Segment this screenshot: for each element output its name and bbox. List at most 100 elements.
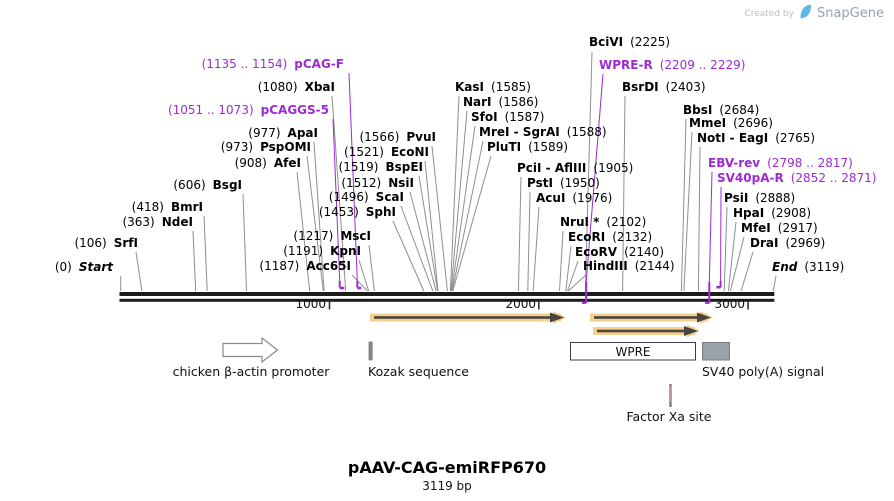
site-label-EcoNI: (1521)EcoNI xyxy=(344,146,429,159)
map-length: 3119 bp xyxy=(422,479,472,493)
feature-arrow-head xyxy=(684,326,698,336)
kozak-tick xyxy=(368,341,373,361)
primer-connector-line xyxy=(332,118,341,282)
site-label-MreI-SgrAI: MreI - SgrAI(1588) xyxy=(479,126,607,139)
site-label-BspEI: (1519) BspEI xyxy=(339,161,423,174)
site-label-MfeI: MfeI (2917) xyxy=(741,222,818,235)
site-connector-line xyxy=(296,171,311,292)
label-position: (2140) xyxy=(624,245,664,259)
site-label-PspOMI: (973)PspOMI xyxy=(221,141,311,154)
site-connector-line xyxy=(517,176,522,292)
label-name: pCAGGS-5 xyxy=(260,103,329,117)
site-connector-line xyxy=(532,206,540,292)
label-position: (1589) xyxy=(528,140,569,154)
site-connector-line xyxy=(431,145,448,292)
feature-label-sv40-polya: SV40 poly(A) signal xyxy=(702,364,825,379)
primer-connector-line xyxy=(585,73,604,283)
label-position: (2852 .. 2871) xyxy=(790,171,877,185)
label-name: XbaI xyxy=(304,80,335,94)
site-label-End: End(3119) xyxy=(772,261,844,274)
label-name: BbsI xyxy=(683,103,713,117)
label-name: SphI xyxy=(365,205,396,219)
site-connector-line xyxy=(527,191,531,292)
site-label-AfeI: (908) AfeI xyxy=(235,157,301,170)
label-name: PsiI xyxy=(724,191,749,205)
label-position: (2917) xyxy=(777,221,818,235)
feature-arrow-head xyxy=(550,312,564,323)
site-connector-line xyxy=(567,260,579,292)
label-name: pCAG-F xyxy=(294,57,344,71)
ruler-tick-label-2000: 2000 xyxy=(505,297,536,311)
label-name: BspEI xyxy=(385,160,423,174)
label-name: ScaI xyxy=(375,190,404,204)
primer-label-WPRE-R: WPRE-R(2209 .. 2229) xyxy=(599,59,745,72)
site-label-BciVI: BciVI(2225) xyxy=(589,36,670,49)
label-position: (1217) xyxy=(293,229,334,243)
label-position: (2102) xyxy=(606,215,647,229)
label-name: PspOMI xyxy=(260,140,311,154)
site-label-EcoRV: EcoRV(2140) xyxy=(575,246,664,259)
label-position: (1051 .. 1073) xyxy=(167,103,254,117)
snapgene-logo-icon xyxy=(799,4,812,23)
label-position: (1519) xyxy=(338,160,379,174)
site-connector-line xyxy=(306,155,324,292)
site-connector-line xyxy=(452,155,492,292)
label-name: SfoI xyxy=(471,110,498,124)
feature-arrow-core xyxy=(597,329,685,333)
label-position: (1585) xyxy=(491,80,531,94)
label-name: Start xyxy=(78,260,113,274)
label-name: PvuI xyxy=(406,130,436,144)
site-label-XbaI: (1080)XbaI xyxy=(258,81,335,94)
site-label-SrfI: (106)SrfI xyxy=(74,237,138,250)
label-position: (0) xyxy=(54,260,72,274)
label-name: PciI - AflIII xyxy=(517,161,587,175)
site-connector-line xyxy=(723,206,728,292)
watermark-brand: SnapGene xyxy=(816,6,884,21)
label-name: EcoRI xyxy=(568,230,606,244)
sequence-bar-bottom xyxy=(119,298,775,302)
site-label-BsrDI: BsrDI(2403) xyxy=(622,81,706,94)
label-name: PluTI xyxy=(487,140,522,154)
label-name: MreI - SgrAI xyxy=(479,125,560,139)
label-position: (2209 .. 2229) xyxy=(659,58,746,72)
feature-label-wpre: WPRE xyxy=(615,345,651,359)
site-label-PstI: PstI(1950) xyxy=(527,177,600,190)
label-position: (908) xyxy=(234,156,267,170)
site-label-ApaI: (977)ApaI xyxy=(248,127,318,140)
label-name: NotI - EagI xyxy=(697,131,769,145)
feature-arrow-core xyxy=(594,316,698,319)
site-label-PvuI: (1566) PvuI xyxy=(359,131,436,144)
site-connector-line xyxy=(729,236,745,292)
label-position: (3119) xyxy=(804,260,845,274)
site-connector-line xyxy=(192,230,197,292)
label-position: (2144) xyxy=(634,259,675,273)
label-name: AcuI xyxy=(536,191,566,205)
primer-connector-line xyxy=(348,72,358,282)
label-name: MfeI xyxy=(741,221,771,235)
label-name: ApaI xyxy=(287,126,318,140)
snapgene-watermark: Created by SnapGene xyxy=(744,4,884,23)
site-label-KasI: KasI(1585) xyxy=(455,81,531,94)
site-label-HindIII: HindIII(2144) xyxy=(583,260,675,273)
ruler-tick-label-1000: 1000 xyxy=(295,297,326,311)
label-name: SrfI xyxy=(113,236,138,250)
label-name: NdeI xyxy=(161,215,193,229)
site-connector-line xyxy=(740,251,754,292)
label-position: (1566) xyxy=(359,130,400,144)
site-label-SfoI: SfoI(1587) xyxy=(471,111,544,124)
label-position: (1976) xyxy=(572,191,613,205)
primer-label-pCAGGS-5: (1051 .. 1073) pCAGGS-5 xyxy=(168,104,329,117)
sequence-bar-top xyxy=(119,292,775,296)
site-label-BbsI: BbsI (2684) xyxy=(683,104,759,117)
site-label-NotI-EagI: NotI - EagI(2765) xyxy=(697,132,815,145)
label-name: KpnI xyxy=(330,244,361,258)
site-connector-line xyxy=(424,160,439,292)
site-label-PluTI: PluTI (1589) xyxy=(487,141,568,154)
label-name: AfeI xyxy=(273,156,301,170)
site-label-PsiI: PsiI(2888) xyxy=(724,192,795,205)
label-name: DraI xyxy=(750,236,779,250)
site-connector-line xyxy=(567,274,587,292)
label-position: (2684) xyxy=(719,103,760,117)
site-label-PciI-AflIII: PciI - AflIII(1905) xyxy=(517,162,633,175)
site-connector-line xyxy=(400,205,434,292)
